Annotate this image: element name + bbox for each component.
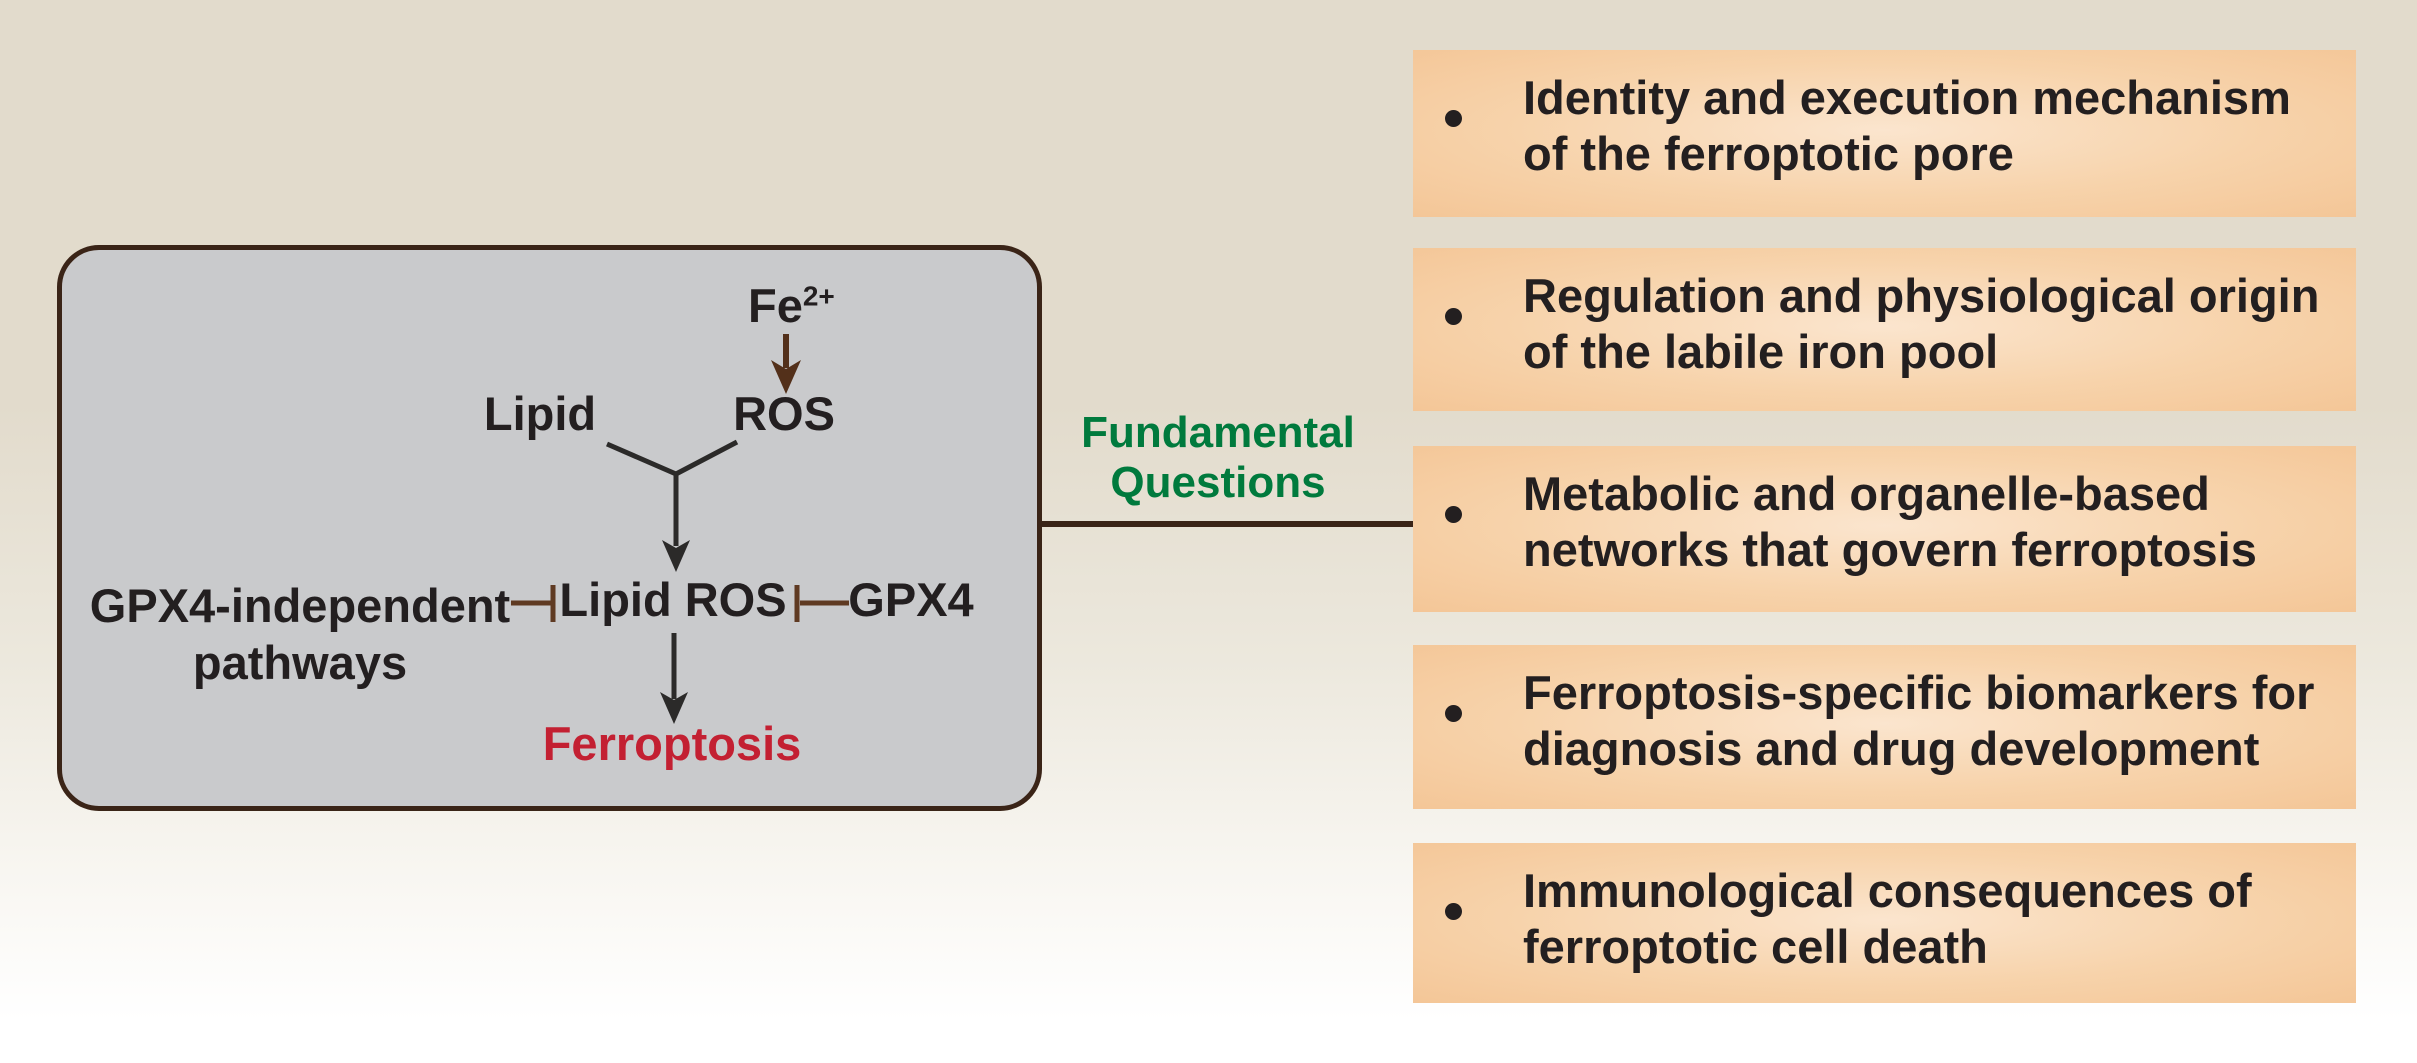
question-line-2: of the ferroptotic pore xyxy=(1523,127,2014,180)
question-line-1: Ferroptosis-specific biomarkers for xyxy=(1523,666,2315,719)
ferroptosis-label: Ferroptosis xyxy=(542,717,802,770)
bullet-icon xyxy=(1445,506,1462,523)
question-line-2: ferroptotic cell death xyxy=(1523,920,1988,973)
question-line-1: Regulation and physiological origin xyxy=(1523,269,2320,322)
question-line-1: Immunological consequences of xyxy=(1523,864,2252,917)
question-text: Metabolic and organelle-based networks t… xyxy=(1523,466,2257,578)
question-line-1: Identity and execution mechanism xyxy=(1523,71,2291,124)
lipid-ros-merge-arrow xyxy=(606,439,739,572)
bullet-icon xyxy=(1445,308,1462,325)
question-text: Immunological consequences of ferroptoti… xyxy=(1523,863,2252,975)
fe-label: Fe2+ xyxy=(748,282,835,329)
lipid-ros-to-ferroptosis-arrow xyxy=(660,633,688,724)
question-line-1: Metabolic and organelle-based xyxy=(1523,467,2210,520)
question-text: Ferroptosis-specific biomarkers for diag… xyxy=(1523,665,2314,777)
fundamental-questions-label: Fundamental Questions xyxy=(1081,408,1355,508)
gpx4-independent-inhibition xyxy=(511,585,556,622)
question-text: Identity and execution mechanism of the … xyxy=(1523,70,2291,182)
fe-to-ros-arrow xyxy=(771,334,801,394)
question-card-5: Immunological consequences of ferroptoti… xyxy=(1413,843,2356,1003)
gpx4-independent-label: GPX4-independent pathways xyxy=(90,577,510,691)
bullet-icon xyxy=(1445,110,1462,127)
lipid-label: Lipid xyxy=(483,387,597,440)
question-card-2: Regulation and physiological origin of t… xyxy=(1413,248,2356,411)
bullet-icon xyxy=(1445,903,1462,920)
gpx4-inhibition xyxy=(794,585,849,622)
question-card-1: Identity and execution mechanism of the … xyxy=(1413,50,2356,217)
question-text: Regulation and physiological origin of t… xyxy=(1523,268,2319,380)
lipid-ros-label: Lipid ROS xyxy=(559,573,787,626)
question-line-2: of the labile iron pool xyxy=(1523,325,1999,378)
bullet-icon xyxy=(1445,705,1462,722)
fundamental-questions-line-1: Fundamental xyxy=(1081,408,1355,457)
gpx4-label: GPX4 xyxy=(848,573,974,626)
fe-base-text: Fe xyxy=(748,279,803,332)
question-card-4: Ferroptosis-specific biomarkers for diag… xyxy=(1413,645,2356,809)
gpx4-independent-line-2: pathways xyxy=(192,636,408,689)
question-line-2: diagnosis and drug development xyxy=(1523,722,2260,775)
gpx4-independent-line-1: GPX4-independent xyxy=(89,579,511,632)
ros-label: ROS xyxy=(733,387,835,440)
fundamental-questions-line-2: Questions xyxy=(1110,458,1326,507)
question-card-3: Metabolic and organelle-based networks t… xyxy=(1413,446,2356,612)
pathway-panel xyxy=(57,245,1042,811)
fe-superscript: 2+ xyxy=(802,280,835,312)
question-line-2: networks that govern ferroptosis xyxy=(1523,523,2257,576)
